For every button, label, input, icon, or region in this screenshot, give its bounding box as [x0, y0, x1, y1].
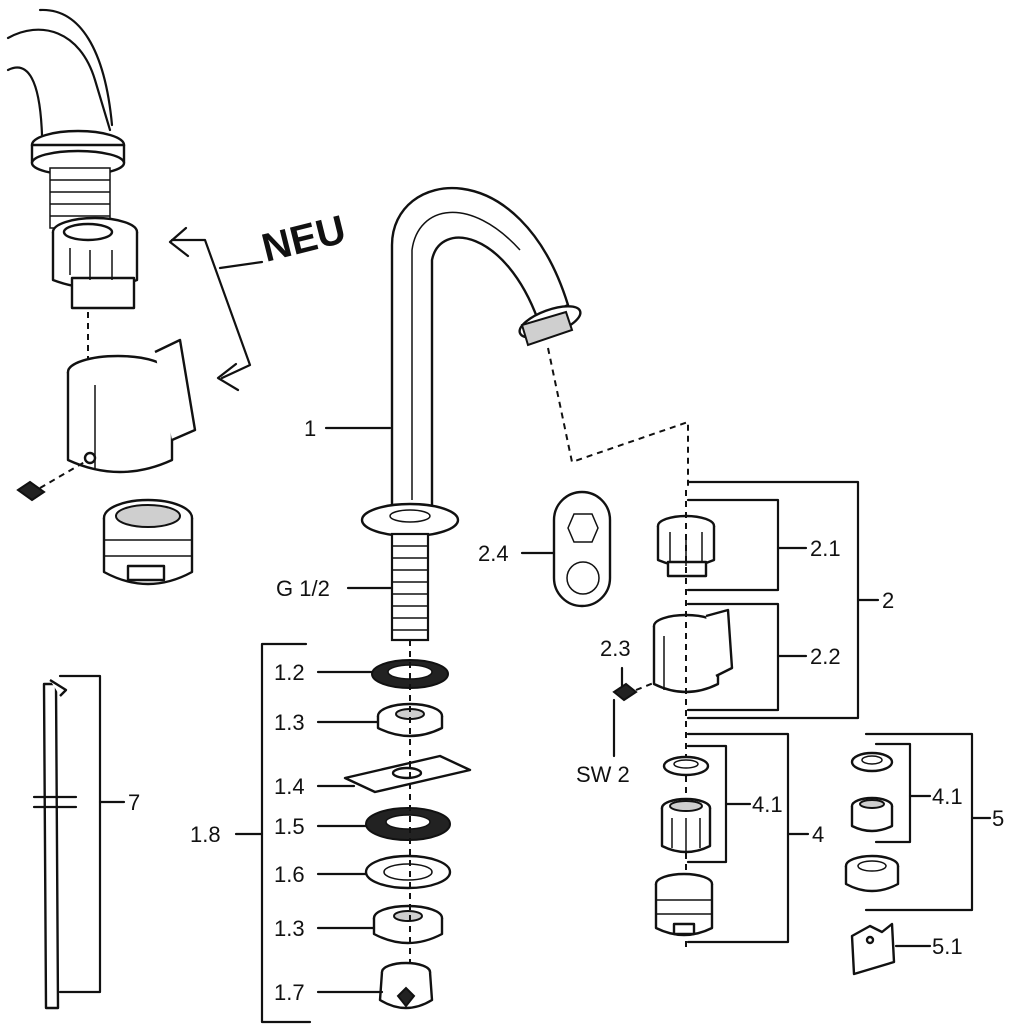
part-7-bracket: [58, 674, 126, 994]
assembly-5-brackets: [864, 732, 992, 948]
neu-label: NEU: [258, 208, 351, 271]
label-2: 2: [882, 588, 894, 613]
part-4-housing: [654, 872, 714, 937]
inset-screw: [16, 451, 97, 502]
inset-aerator: [102, 498, 194, 586]
part-1-3-nut-bottom: [372, 904, 444, 945]
shank-part-leaders: [234, 642, 384, 1024]
part-1-7-cap-nut: [378, 961, 434, 1010]
part-7-rod: [32, 678, 78, 1010]
label-4-1b: 4.1: [932, 784, 963, 809]
spout-to-aerator-guide: [547, 347, 689, 490]
label-1-3a: 1.3: [274, 710, 305, 735]
assembly-4-brackets: [686, 732, 810, 944]
part-5-1-key: [850, 922, 896, 976]
part-1-5-washer: [365, 807, 451, 841]
label-1-2: 1.2: [274, 660, 305, 685]
label-1-6: 1.6: [274, 862, 305, 887]
part-5-housing: [844, 854, 900, 893]
part-1-4-plate: [343, 754, 472, 794]
part-1-6-ring: [364, 854, 452, 890]
neu-callout-arrows: [168, 226, 264, 392]
label-2-4: 2.4: [478, 541, 509, 566]
label-sw2: SW 2: [576, 762, 630, 787]
label-g12: G 1/2: [276, 576, 330, 601]
label-7: 7: [128, 790, 140, 815]
inset-clamp-bracket: [66, 338, 197, 474]
label-1: 1: [304, 416, 316, 441]
inset-new-spout-end: [6, 8, 126, 229]
label-1-5: 1.5: [274, 814, 305, 839]
label-1-8: 1.8: [190, 822, 221, 847]
part-4-washer: [662, 755, 710, 777]
label-1-7: 1.7: [274, 980, 305, 1005]
assembly-2-brackets: [686, 480, 880, 720]
label-1-4: 1.4: [274, 774, 305, 799]
label-4-1a: 4.1: [752, 792, 783, 817]
part-2-4-gasket: [552, 490, 612, 608]
part-5-insert: [850, 796, 894, 833]
inset-aerator-connector: [51, 216, 139, 310]
label-2-2: 2.2: [810, 644, 841, 669]
label-4: 4: [812, 822, 824, 847]
label-2-1: 2.1: [810, 536, 841, 561]
label-1-3b: 1.3: [274, 916, 305, 941]
part-5-washer: [850, 751, 894, 773]
part-2-2-clamp: [652, 608, 734, 694]
label-2-3: 2.3: [600, 636, 631, 661]
part-2-3-screw: [612, 666, 657, 758]
label-5-1: 5.1: [932, 934, 963, 959]
label-5: 5: [992, 806, 1004, 831]
part-4-1-insert: [660, 797, 712, 854]
spout-1: [360, 186, 582, 642]
